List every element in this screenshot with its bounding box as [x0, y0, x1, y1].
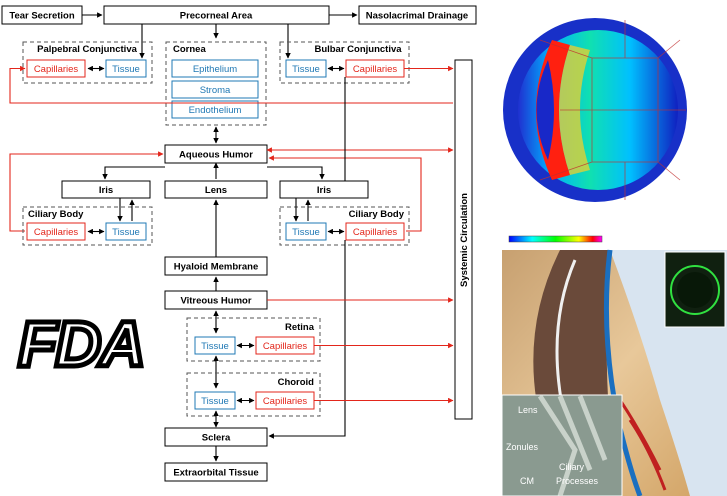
- palpebral-conjunctiva-group: Palpebral Conjunctiva Capillaries Tissue: [22, 41, 153, 84]
- aqueous-humor-label: Aqueous Humor: [179, 150, 253, 161]
- iris-left-node: Iris: [61, 180, 151, 199]
- nasolacrimal-drainage-node: Nasolacrimal Drainage: [358, 5, 477, 25]
- sem-label-zonules: Zonules: [506, 442, 539, 452]
- vitreous-humor-label: Vitreous Humor: [180, 296, 251, 307]
- precorneal-area-node: Precorneal Area: [103, 5, 330, 25]
- arrow-aqueous-ciliary-left: [9, 151, 164, 232]
- anatomy-illustration-image: Lens Zonules Ciliary Processes CM: [501, 249, 727, 496]
- ciliary-body-left-group: Ciliary Body Capillaries Tissue: [22, 206, 153, 246]
- iris-left-label: Iris: [99, 185, 113, 196]
- lens-node: Lens: [164, 180, 268, 199]
- ciliary-left-tissue-label: Tissue: [112, 227, 140, 238]
- eye-mesh-lines: [539, 20, 686, 200]
- nasolacrimal-drainage-label: Nasolacrimal Drainage: [366, 11, 468, 22]
- ciliary-right-tissue-label: Tissue: [292, 227, 320, 238]
- iris-right-label: Iris: [317, 185, 331, 196]
- ciliary-body-right-group: Ciliary Body Tissue Capillaries: [279, 206, 410, 246]
- tear-secretion-label: Tear Secretion: [9, 11, 74, 22]
- sem-label-lens: Lens: [518, 405, 538, 415]
- hyaloid-membrane-label: Hyaloid Membrane: [174, 262, 258, 273]
- iris-right-node: Iris: [279, 180, 369, 199]
- sclera-label: Sclera: [202, 433, 231, 444]
- color-scale-bar: [508, 235, 603, 243]
- sem-label-processes: Processes: [556, 476, 599, 486]
- fda-logo-text: FDA: [18, 308, 144, 380]
- extraorbital-tissue-node: Extraorbital Tissue: [164, 462, 268, 482]
- bulbar-capillaries-label: Capillaries: [353, 64, 398, 75]
- color-scale-gradient: [508, 235, 603, 243]
- choroid-group: Choroid Tissue Capillaries: [186, 372, 321, 417]
- sem-label-cm: CM: [520, 476, 534, 486]
- bulbar-tissue-label: Tissue: [292, 64, 320, 75]
- ciliary-left-capillaries-label: Capillaries: [34, 227, 79, 238]
- ciliary-body-right-label: Ciliary Body: [349, 209, 405, 220]
- systemic-circulation-label: Systemic Circulation: [459, 193, 470, 287]
- vitreous-humor-node: Vitreous Humor: [164, 290, 268, 310]
- retina-group: Retina Tissue Capillaries: [186, 317, 321, 362]
- cornea-group: Cornea Epithelium Stroma Endothelium: [165, 41, 267, 126]
- lens-label: Lens: [205, 185, 227, 196]
- retina-tissue-label: Tissue: [201, 341, 229, 352]
- sem-micrograph-fibers: [537, 394, 608, 496]
- palpebral-conjunctiva-label: Palpebral Conjunctiva: [37, 44, 137, 55]
- palpebral-capillaries-label: Capillaries: [34, 64, 79, 75]
- cornea-label: Cornea: [173, 44, 206, 55]
- arrow-ciliary-right-to-sclera: [268, 240, 346, 439]
- retina-capillaries-label: Capillaries: [263, 341, 308, 352]
- choroid-capillaries-label: Capillaries: [263, 396, 308, 407]
- retina-label: Retina: [285, 322, 315, 333]
- inset-micrograph-core: [677, 272, 713, 308]
- precorneal-area-label: Precorneal Area: [180, 11, 253, 22]
- choroid-tissue-label: Tissue: [201, 396, 229, 407]
- fda-logo: FDA: [16, 306, 149, 383]
- sclera-node: Sclera: [164, 427, 268, 447]
- tear-secretion-node: Tear Secretion: [1, 5, 83, 25]
- palpebral-tissue-label: Tissue: [112, 64, 140, 75]
- ciliary-body-left-label: Ciliary Body: [28, 209, 84, 220]
- epithelium-label: Epithelium: [193, 64, 237, 75]
- endothelium-label: Endothelium: [189, 105, 242, 116]
- extraorbital-tissue-label: Extraorbital Tissue: [173, 468, 258, 479]
- hyaloid-membrane-node: Hyaloid Membrane: [164, 256, 268, 276]
- systemic-circulation-node: Systemic Circulation: [454, 59, 473, 420]
- sem-label-ciliary: Ciliary: [559, 462, 585, 472]
- ciliary-right-capillaries-label: Capillaries: [353, 227, 398, 238]
- illustration-vessels: [618, 399, 667, 491]
- arrow-systemic-to-palpebral-cap: [9, 65, 453, 104]
- bulbar-conjunctiva-group: Bulbar Conjunctiva Tissue Capillaries: [279, 41, 410, 84]
- aqueous-humor-node: Aqueous Humor: [164, 144, 268, 164]
- arrow-aqueous-iris-left: [102, 166, 165, 180]
- arrow-aqueous-iris-right: [267, 166, 325, 180]
- choroid-label: Choroid: [278, 377, 315, 388]
- inset-micrograph-ring: [670, 265, 720, 315]
- eye-lens-region: [536, 60, 554, 160]
- eye-simulation-image: [503, 18, 687, 202]
- bulbar-conjunctiva-label: Bulbar Conjunctiva: [314, 44, 402, 55]
- stroma-label: Stroma: [200, 85, 231, 96]
